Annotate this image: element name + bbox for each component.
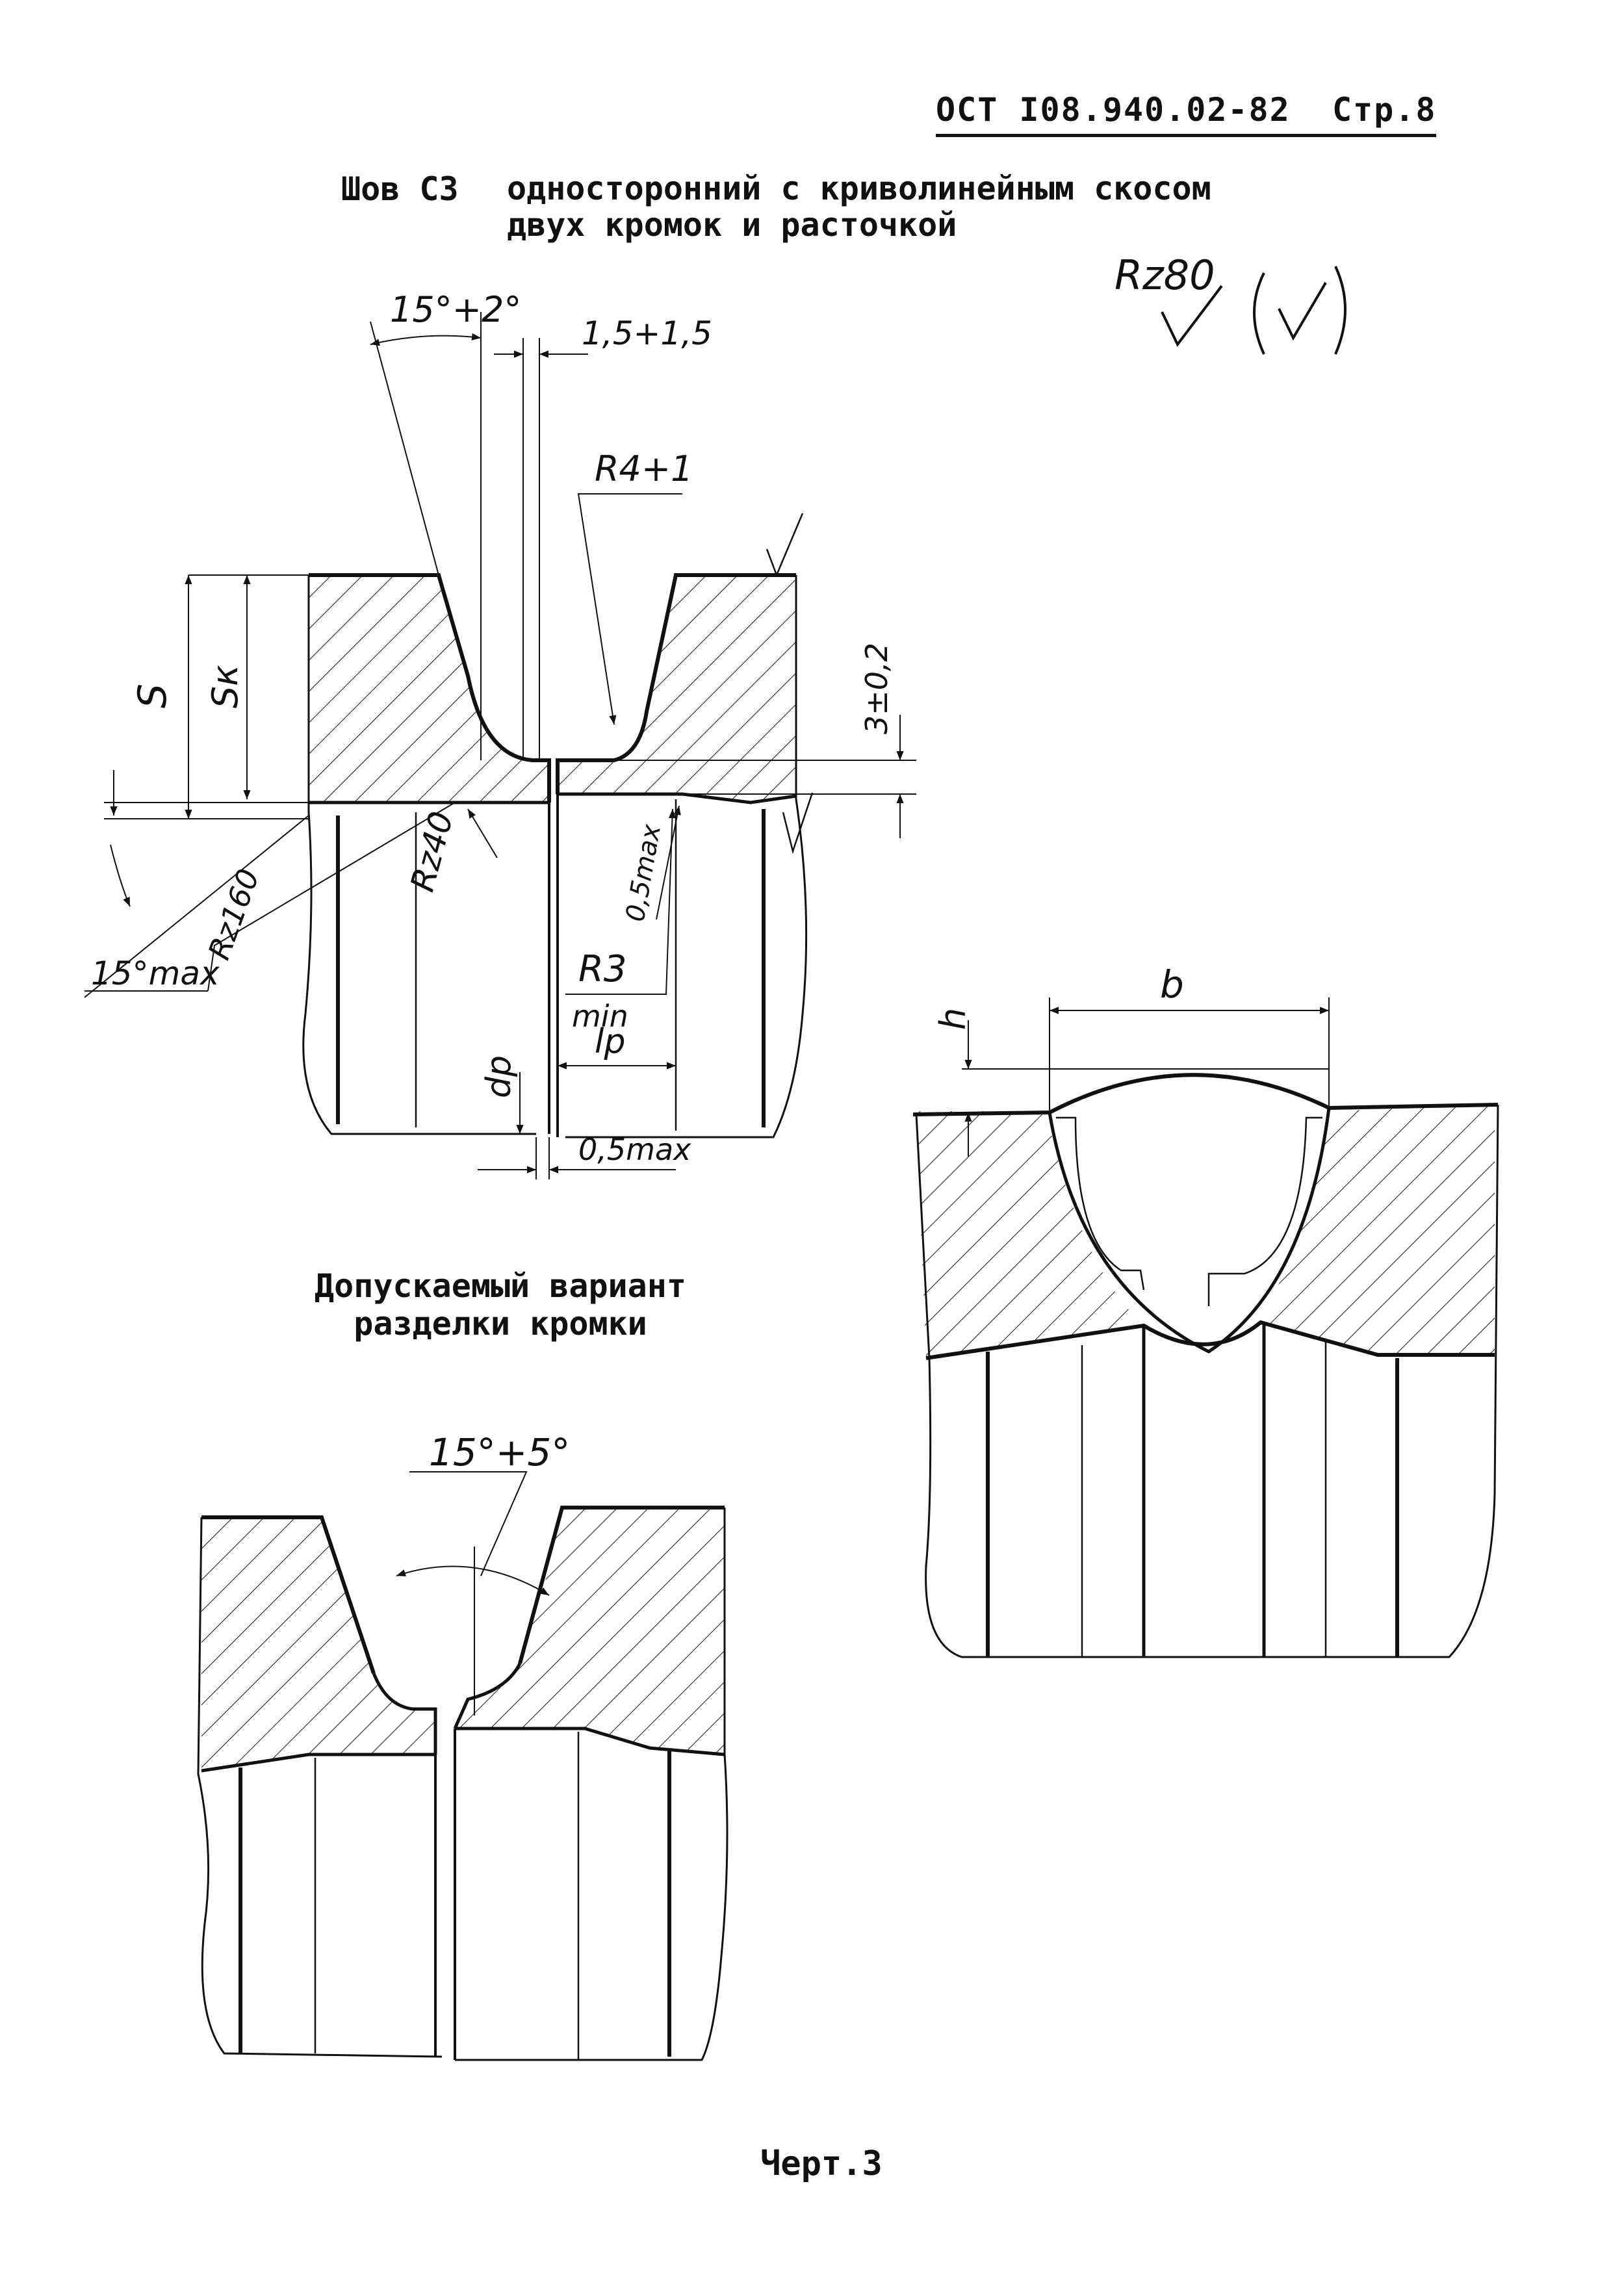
weld-root-line	[925, 1320, 1495, 1360]
angle-top-label: 15°+2°	[390, 289, 521, 330]
variant-title: Допускаемый вариант разделки кромки	[286, 1267, 715, 1343]
right-plate-section	[558, 575, 796, 803]
offset-max-label: 0,5max	[621, 822, 667, 924]
rz160-leader	[207, 802, 456, 992]
weld-bevel-trace-left	[1056, 1116, 1145, 1291]
weld-fusion-line	[1048, 1107, 1331, 1354]
bracket-right	[1334, 266, 1347, 355]
radius-min-value: R3	[578, 948, 627, 990]
document-code: ОСТ I08.940.02-82	[936, 91, 1291, 129]
bore-length-label: lр	[595, 1022, 625, 1061]
weld-height-label: h	[933, 1008, 973, 1030]
seam-label: Шов С3	[341, 170, 459, 208]
radius-top-label: R4+1	[595, 448, 693, 489]
left-plate-section	[309, 575, 549, 803]
bevel-extension	[84, 815, 309, 998]
land-label: 3±0,2	[859, 643, 894, 734]
roughness-bevel-label: Rz160	[201, 864, 266, 964]
bore-diameter-label: dр	[480, 1055, 519, 1098]
seam-description: односторонний с криволинейным скосом дву…	[507, 170, 1211, 243]
offset-max-leader	[656, 805, 681, 920]
angle-bottom-arc	[110, 844, 131, 907]
variant-left-bevel	[201, 1515, 376, 1674]
roughness-symbol: Rz80	[1115, 251, 1347, 355]
roughness-mark-bore	[782, 792, 814, 855]
check-icon	[1161, 285, 1223, 347]
thickness-label: S	[130, 684, 175, 708]
weld-right-plate	[1261, 1105, 1495, 1355]
roughness-bore-label: Rz40	[404, 808, 461, 895]
variant-left-break	[197, 1517, 443, 2058]
gap-top-label: 1,5+1,5	[582, 315, 712, 352]
variant-right-bore	[455, 1727, 725, 1756]
rz40-leader	[467, 808, 498, 858]
radius-min-leader	[565, 808, 677, 995]
page-header: ОСТ I08.940.02-82 Стр.8	[936, 91, 1437, 137]
weld-top-left-line	[912, 1111, 1050, 1116]
angle-extension	[370, 321, 439, 576]
variant-left-bore	[201, 1753, 435, 1773]
variant-title-line2: разделки кромки	[354, 1305, 647, 1343]
roughness-mark-top	[766, 513, 804, 578]
angle-bottom-label: 15°max	[91, 955, 220, 992]
radius-top-leader	[577, 493, 682, 725]
variant-title-line1: Допускаемый вариант	[315, 1267, 686, 1305]
roughness-value: Rz80	[1115, 251, 1215, 299]
page-number: Стр.8	[1332, 91, 1437, 129]
variant-right-break	[455, 1508, 728, 2061]
angle-top-arc	[370, 333, 482, 346]
variant-angle-label: 15°+5°	[429, 1430, 570, 1474]
variant-angle-leader	[409, 1471, 528, 1576]
thickness-k-label: Sк	[205, 665, 246, 708]
main-joint-view: 15°+2° 1,5+1,5 R4+1 S Sк 3±0,2 Rz40	[84, 289, 916, 1179]
left-break-outline	[302, 575, 536, 1135]
weld-view: b h	[912, 962, 1499, 1658]
seam-description-line1: односторонний с криволинейным скосом	[507, 170, 1211, 207]
variant-left-plate	[201, 1517, 435, 1771]
right-break-outline	[565, 575, 808, 1138]
weld-bevel-trace-right	[1207, 1116, 1322, 1306]
weld-width-label: b	[1160, 962, 1184, 1007]
bracket-left	[1253, 272, 1265, 355]
radius-min-suffix: min	[572, 999, 628, 1034]
variant-right-bevel	[518, 1506, 725, 1664]
weld-top-right-line	[1328, 1103, 1499, 1110]
variant-view: 15°+5°	[197, 1430, 728, 2061]
right-bore-line	[558, 792, 797, 804]
variant-left-land	[372, 1673, 437, 1755]
weld-break-outline	[915, 1104, 1499, 1658]
variant-angle-arc	[396, 1565, 550, 1596]
check-icon-bracketed	[1278, 281, 1327, 341]
figure-caption: Черт.3	[760, 2144, 883, 2183]
left-bevel-outline	[309, 573, 551, 803]
variant-right-land	[453, 1662, 522, 1730]
weld-cap	[1048, 1073, 1330, 1114]
gap-bottom-label: 0,5max	[578, 1132, 691, 1167]
variant-right-plate	[455, 1508, 725, 1755]
seam-description-line2: двух кромок и расточкой	[507, 206, 957, 244]
weld-left-plate	[916, 1111, 1144, 1358]
